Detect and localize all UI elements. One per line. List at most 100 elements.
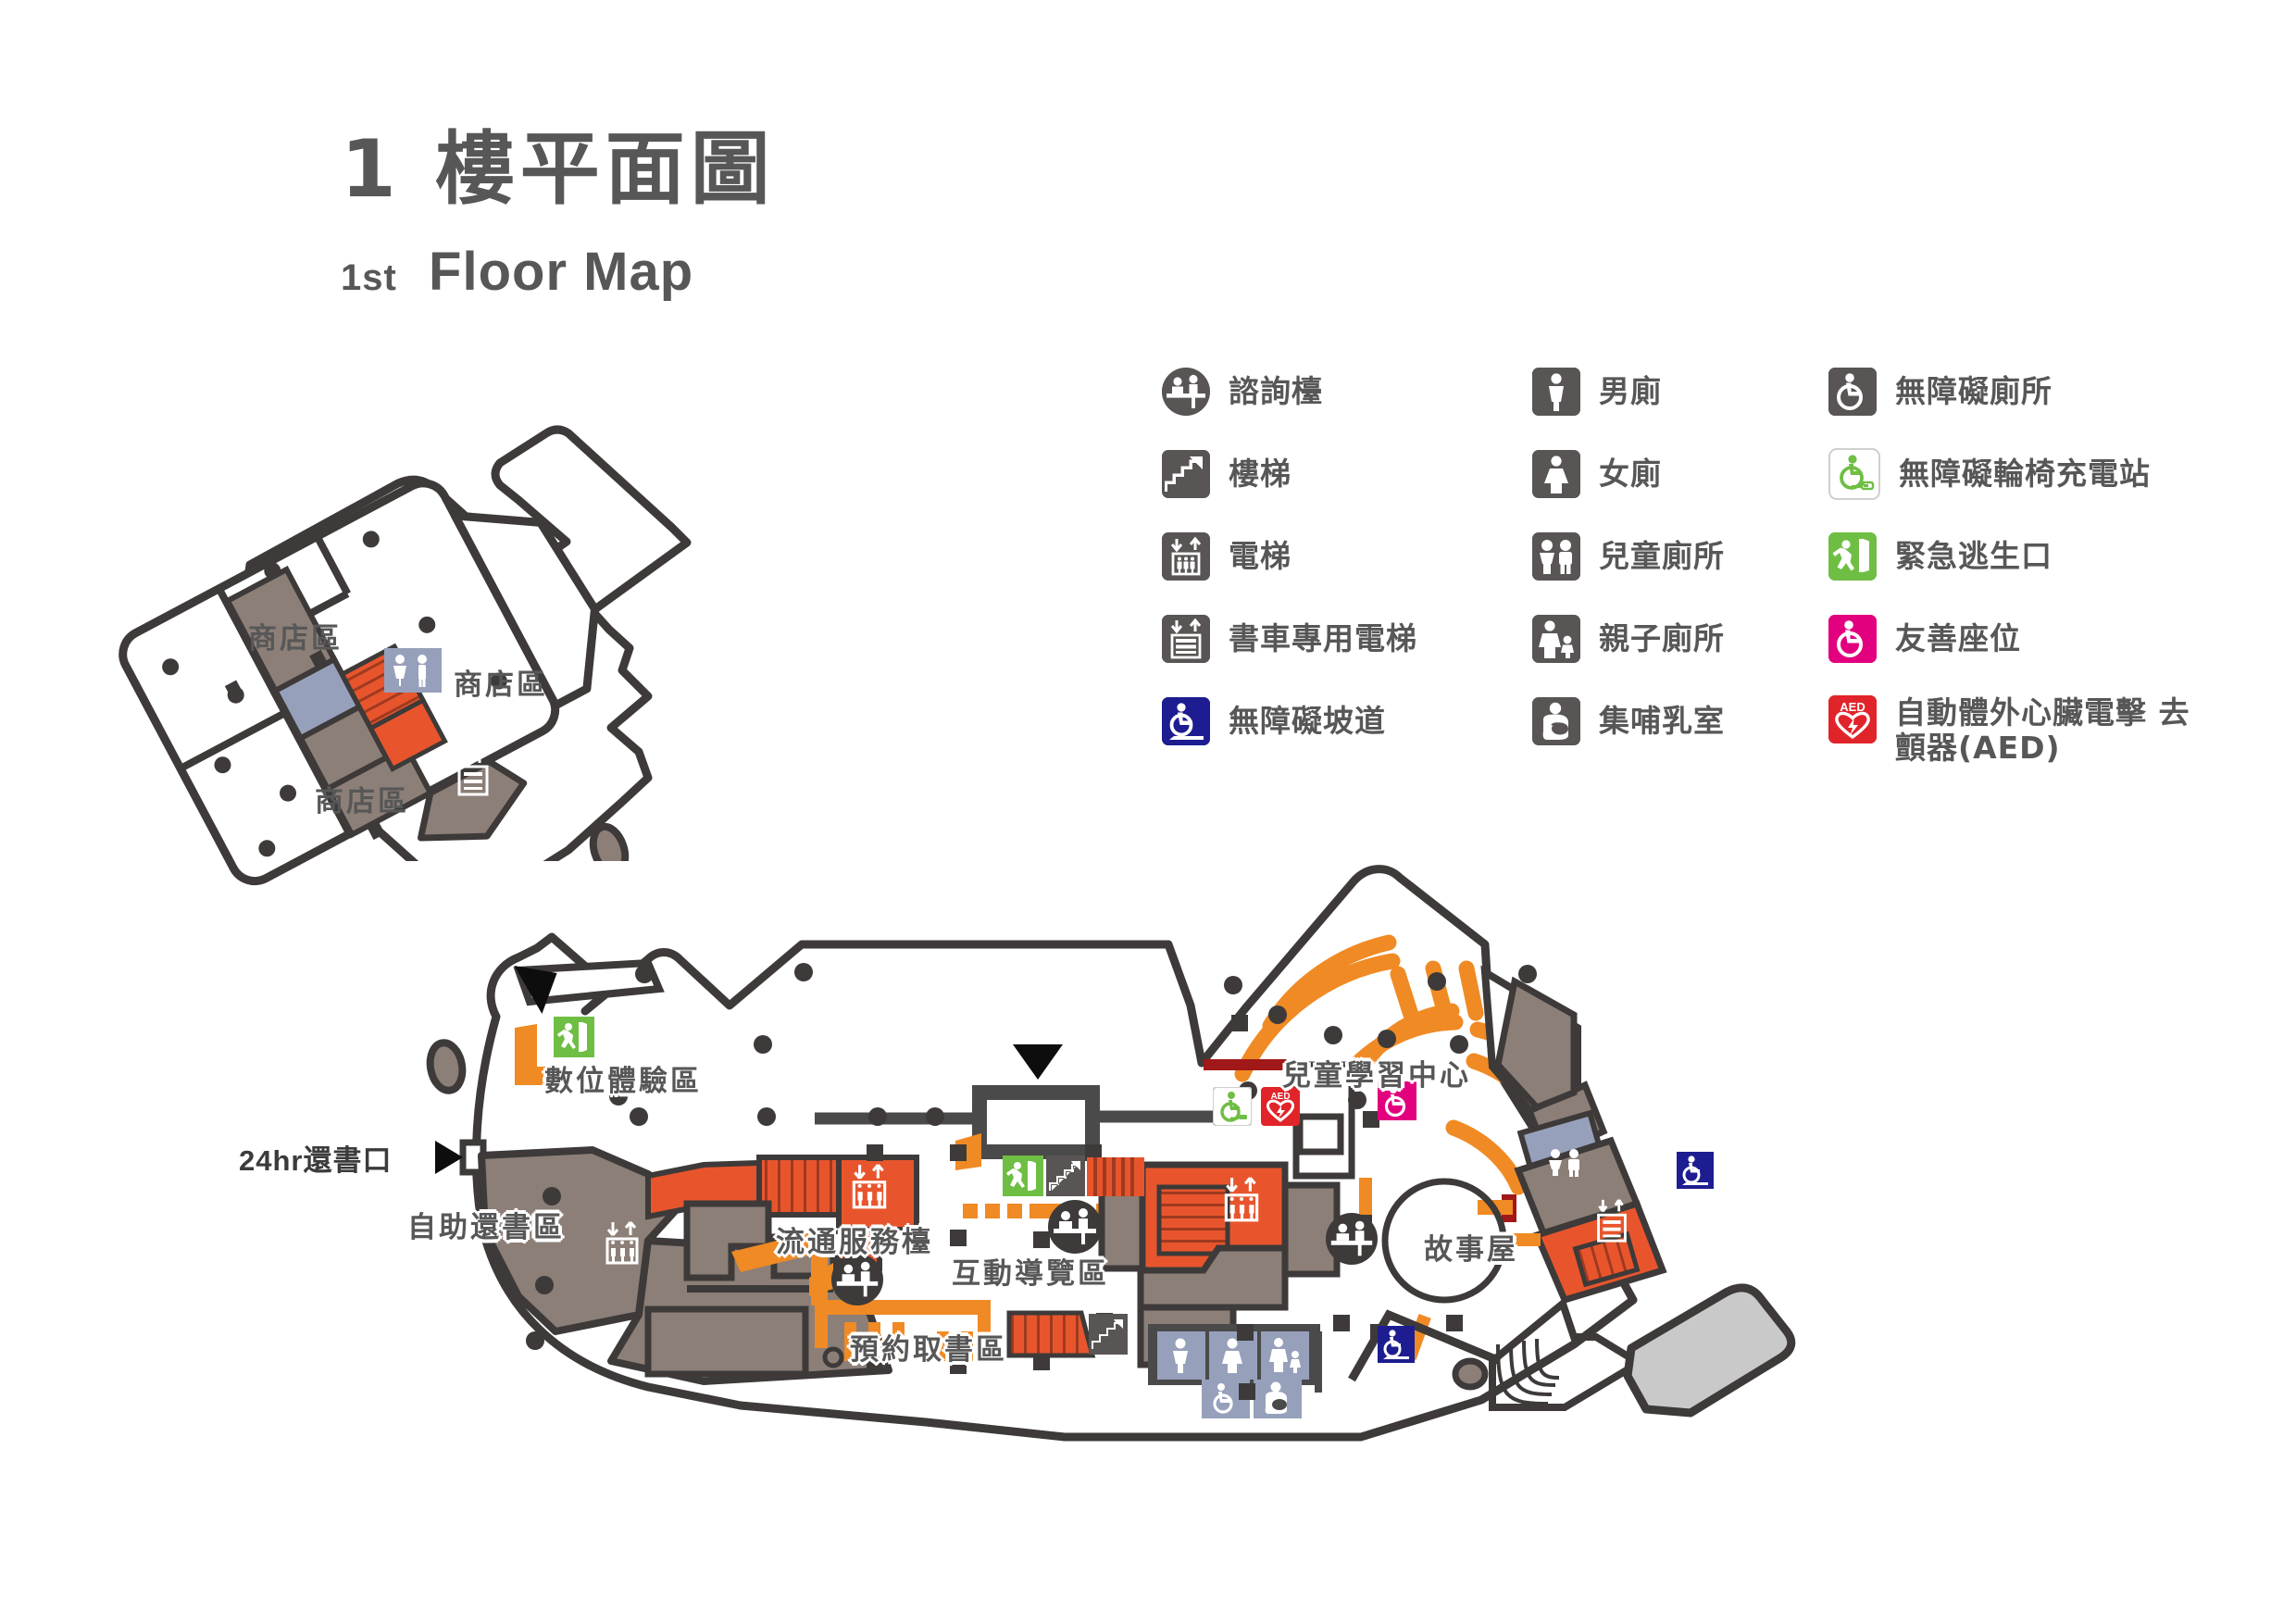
- legend-item-nursing-room: 集哺乳室: [1532, 695, 1847, 746]
- title-english-rest: Floor Map: [429, 242, 694, 302]
- legend-label-elevator: 電梯: [1229, 537, 1292, 574]
- womens-toilet-icon: [1532, 449, 1580, 498]
- legend-label-information-desk: 諮詢檯: [1229, 372, 1323, 409]
- wheelchair-charging-station-icon: [1828, 447, 1880, 500]
- family-toilet-icon: [1532, 614, 1580, 663]
- map-icon-information-desk-children: [1326, 1213, 1378, 1268]
- map-icon-orange-stairs-center: [1087, 1157, 1144, 1200]
- legend-item-childrens-toilet: 兒童廁所: [1532, 531, 1847, 581]
- legend-item-accessible-ramp: 無障礙坡道: [1162, 695, 1532, 746]
- elevator-icon: [1162, 531, 1210, 581]
- legend-label-womens-toilet: 女廁: [1599, 455, 1662, 492]
- outdoor-ramp: [1623, 1283, 1796, 1418]
- zone-label-story-house: 故事屋: [1424, 1233, 1518, 1267]
- map-icon-elevator-core: [1222, 1176, 1261, 1228]
- legend-item-emergency-exit: 緊急逃生口: [1828, 531, 2273, 581]
- legend-label-nursing-room: 集哺乳室: [1599, 702, 1725, 739]
- map-icon-elevator-west: [604, 1220, 641, 1270]
- map-icon-stairs-center: [1046, 1156, 1085, 1200]
- inset-label-shop-area-1: 商店區: [248, 622, 343, 656]
- information-desk-icon: [1162, 367, 1210, 416]
- map-icon-accessible-ramp-east: [1677, 1152, 1714, 1193]
- aed-icon: AED: [1828, 695, 1877, 743]
- map-icon-aed-center: AED: [1261, 1087, 1300, 1130]
- legend-label-childrens-toilet: 兒童廁所: [1599, 537, 1725, 574]
- title-english: 1st Floor Map: [341, 241, 776, 303]
- legend-column-1: 諮詢檯 樓梯 電梯: [1162, 366, 1532, 778]
- svg-text:AED: AED: [1840, 700, 1865, 714]
- childrens-toilet-icon: [1532, 531, 1580, 581]
- legend-label-mens-toilet: 男廁: [1599, 372, 1662, 409]
- map-icon-womens-toilet-bottom: [1211, 1333, 1254, 1380]
- accessible-toilet-icon: [1828, 367, 1877, 416]
- entrance-arrow-topleft: [514, 966, 557, 1014]
- legend-column-2: 男廁 女廁 兒童廁所: [1532, 366, 1847, 778]
- legend-item-priority-seating: 友善座位: [1828, 613, 2273, 664]
- main-entrance-vestibule: [972, 1085, 1100, 1159]
- inset-label-shop-area-3: 商店區: [315, 785, 409, 818]
- legend-item-stairs: 樓梯: [1162, 448, 1532, 499]
- book-return-arrow: [435, 1141, 463, 1174]
- legend-label-family-toilet: 親子廁所: [1599, 619, 1725, 656]
- map-icon-book-cart-elevator-east: [1594, 1198, 1629, 1248]
- title-ordinal: 1st: [341, 257, 397, 298]
- map-icon-priority-seating: [1378, 1081, 1416, 1124]
- legend-item-aed: AED 自動體外心臟電擊 去顫器(AED): [1828, 695, 2273, 766]
- page-title: 1 樓平面圖 1st Floor Map: [341, 130, 776, 303]
- marker-label-24hr-book-return: 24hr還書口: [239, 1144, 393, 1177]
- map-icon-information-desk-circulation: [831, 1254, 883, 1309]
- legend-item-womens-toilet: 女廁: [1532, 448, 1847, 499]
- legend-item-family-toilet: 親子廁所: [1532, 613, 1847, 664]
- stairs-icon: [1162, 449, 1210, 498]
- legend-item-book-cart-elevator: 書車專用電梯: [1162, 613, 1532, 664]
- map-icon-stairs-bottom: [1089, 1313, 1128, 1359]
- map-icon-wheelchair-charging-center: [1212, 1086, 1253, 1130]
- legend-label-accessible-ramp: 無障礙坡道: [1229, 702, 1386, 739]
- zone-label-circulation-desk: 流通服務檯: [776, 1226, 933, 1259]
- map-icon-information-desk-center: [1048, 1200, 1102, 1257]
- legend-label-wheelchair-charging-station: 無障礙輪椅充電站: [1899, 455, 2151, 492]
- west-pebble: [426, 1039, 467, 1094]
- map-icon-nursing-room-bottom: [1255, 1380, 1298, 1420]
- zone-label-reserved-pickup: 預約取書區: [850, 1333, 1007, 1367]
- legend-item-information-desk: 諮詢檯: [1162, 366, 1532, 417]
- entrance-arrow-center: [1013, 1044, 1063, 1080]
- accessible-ramp-icon: [1162, 696, 1210, 745]
- nursing-room-icon: [1532, 696, 1580, 745]
- main-map-detail: [389, 861, 1833, 1528]
- zone-label-self-service-return: 自助還書區: [407, 1211, 565, 1244]
- map-icon-childrens-toilet-east: [1544, 1146, 1589, 1183]
- map-icon-mens-toilet-bottom: [1159, 1333, 1202, 1380]
- book-cart-elevator-icon: [1162, 614, 1210, 663]
- zone-label-digital-experience: 數位體驗區: [544, 1065, 702, 1098]
- map-icon-accessible-toilet-bottom: [1204, 1380, 1246, 1420]
- map-icon-elevator-center-left: [850, 1163, 889, 1215]
- zone-label-interactive-guide: 互動導覽區: [952, 1257, 1109, 1291]
- svg-text:AED: AED: [1270, 1092, 1290, 1102]
- inset-label-shop-area-2: 商店區: [454, 668, 548, 702]
- legend-item-accessible-toilet: 無障礙廁所: [1828, 366, 2273, 417]
- legend-label-aed-text: 自動體外心臟電擊 去顫器(AED): [1895, 694, 2190, 766]
- map-icon-inset-toilets: [384, 648, 442, 696]
- priority-seating-icon: [1828, 614, 1877, 663]
- legend-label-emergency-exit: 緊急逃生口: [1895, 537, 2053, 574]
- map-icon-accessible-ramp-south: [1378, 1326, 1415, 1367]
- map-icon-family-toilet-bottom: [1263, 1333, 1305, 1380]
- inset-map: [119, 479, 599, 886]
- legend-item-wheelchair-charging-station: 無障礙輪椅充電站: [1828, 447, 2273, 500]
- title-chinese: 1 樓平面圖: [341, 123, 776, 216]
- legend-label-aed: 自動體外心臟電擊 去顫器(AED): [1895, 695, 2201, 766]
- legend-label-book-cart-elevator: 書車專用電梯: [1229, 619, 1417, 656]
- map-icon-emergency-exit-center: [1003, 1156, 1043, 1200]
- legend-label-stairs: 樓梯: [1229, 455, 1292, 492]
- legend-label-priority-seating: 友善座位: [1895, 619, 2021, 656]
- legend-column-3: 無障礙廁所 無障礙輪椅充電站 緊急逃生口: [1828, 366, 2273, 797]
- mens-toilet-icon: [1532, 367, 1580, 416]
- map-icon-emergency-exit-nw: [554, 1017, 594, 1061]
- zone-label-childrens-learning-center: 兒童學習中心: [1282, 1059, 1471, 1093]
- map-icon-inset-book-cart-elevator: [455, 750, 491, 802]
- legend-item-elevator: 電梯: [1162, 531, 1532, 581]
- emergency-exit-icon: [1828, 531, 1877, 581]
- legend-item-mens-toilet: 男廁: [1532, 366, 1847, 417]
